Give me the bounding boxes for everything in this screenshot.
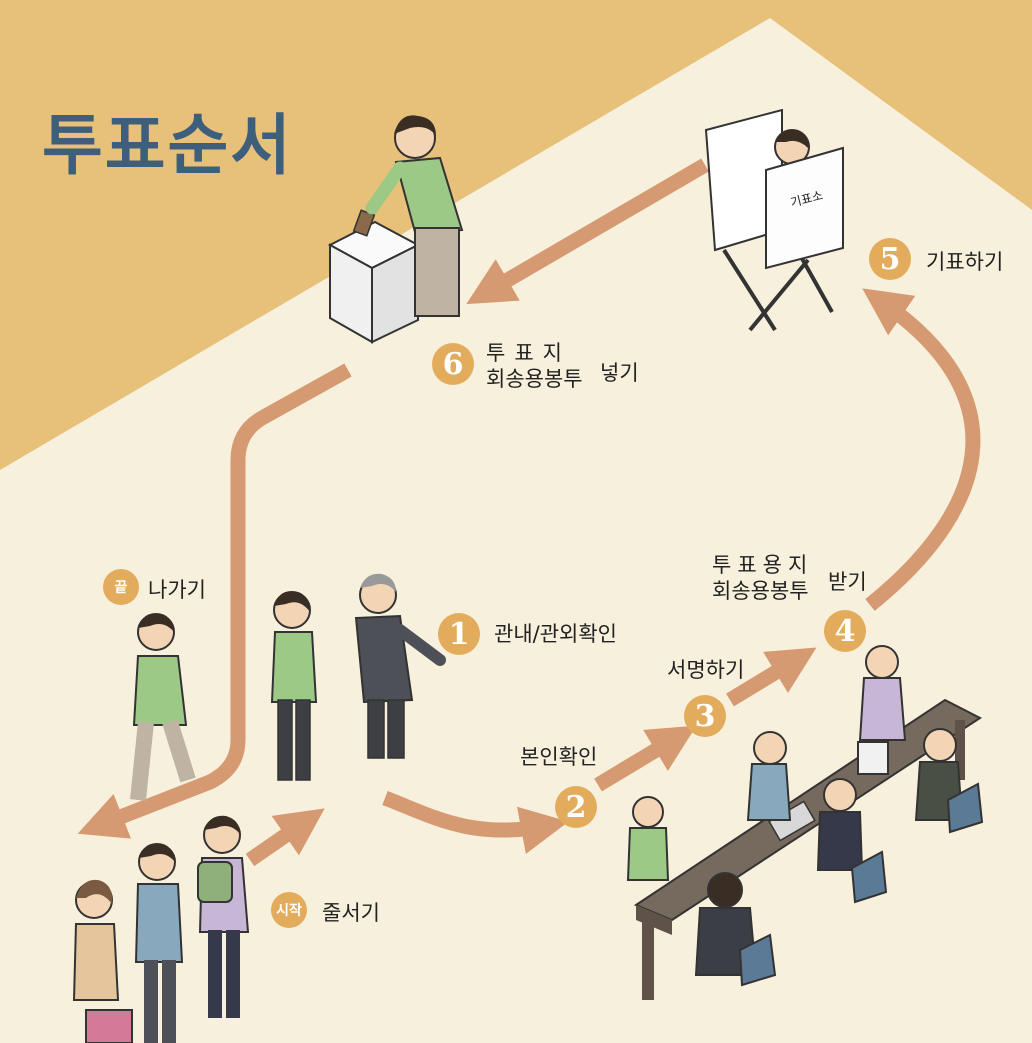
voter-showing-id [270,591,318,781]
ballot-box [327,209,421,344]
step-2-label: 본인확인 [520,745,598,769]
page-title: 투표순서 [42,107,293,184]
step-2-badge: 2 [555,786,597,828]
official-checking-voter [354,573,446,759]
voting-booth [704,108,844,332]
step-4-line-envelope: 회송용봉투 [712,579,809,603]
step-3-label: 서명하기 [667,658,745,682]
arrow-box-to-exit [77,363,352,839]
step-3-badge: 3 [684,695,726,737]
step-4-line-ballot: 투표용지 [712,553,814,577]
registration-table [633,698,982,1000]
step-4-badge: 4 [824,610,866,652]
step-6-line-envelope: 회송용봉투 [486,367,583,391]
queue-voters [72,815,250,1043]
step-1-label: 관내/관외확인 [494,622,617,646]
step-6-suffix: 넣기 [600,361,639,385]
end-badge: 끝 [103,569,139,605]
voter-exiting [130,613,196,801]
start-label: 줄서기 [322,901,380,925]
arrow-booth-to-box [466,158,709,305]
voter-at-ballot-box [365,115,464,317]
start-badge: 시작 [271,892,307,928]
top-golden-band [0,0,1032,470]
office-chairs [738,782,984,987]
end-label: 나가기 [148,578,206,602]
step-6-line-ballot: 투표지 [486,341,571,365]
step-1-badge: 1 [438,613,480,655]
arrow-identity-to-sign [594,725,697,792]
arrow-sign-to-receive [726,647,817,707]
step-6-items: 투표지 회송용봉투 [486,340,583,392]
step-4-items: 투표용지 회송용봉투 [712,552,813,604]
step-4-suffix: 받기 [828,570,867,594]
step-5-label: 기표하기 [926,250,1004,274]
step-5-badge: 5 [869,238,911,280]
arrow-receive-to-booth [862,288,981,611]
arrow-check-to-identity [382,790,569,854]
step-6-badge: 6 [432,343,474,385]
arrow-queue-to-check [245,808,325,867]
